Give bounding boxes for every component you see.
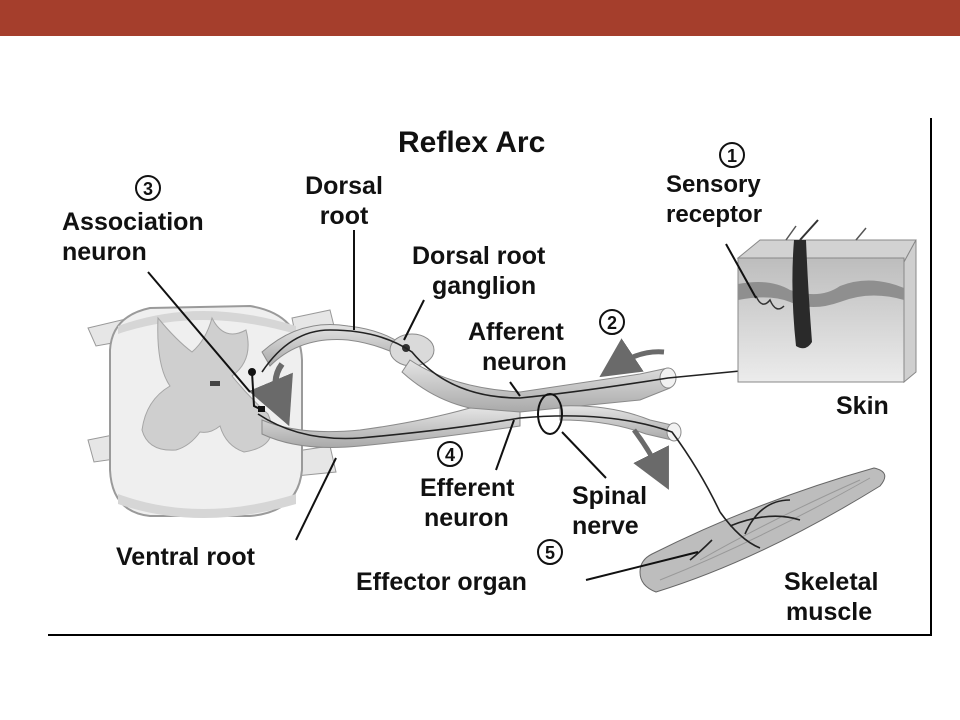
leader-effector-organ xyxy=(585,551,699,581)
muscle-striation-1 xyxy=(659,477,871,581)
sensory-receptor-label-line1: Sensory xyxy=(666,171,761,198)
ganglion-label-line1: Dorsal root xyxy=(412,242,546,270)
step-3-circle xyxy=(135,175,161,201)
leader-afferent-neuron xyxy=(509,381,521,397)
step-3-number: 3 xyxy=(143,179,153,199)
leader-ganglion xyxy=(403,299,425,341)
slide-header-bar xyxy=(0,0,960,36)
spinal-nerve-label-line2: nerve xyxy=(572,512,639,540)
step-2-marker: 2 xyxy=(599,309,625,335)
step-4-number: 4 xyxy=(445,445,455,465)
afferent-bundle xyxy=(401,359,671,413)
efferent-direction-arrow xyxy=(632,428,669,490)
motor-branch-end xyxy=(666,422,682,442)
dorsal-root-label-line2: root xyxy=(320,202,369,230)
gray-matter xyxy=(141,316,273,453)
step-1-marker: 1 xyxy=(719,142,745,168)
step-3-marker: 3 xyxy=(135,175,161,201)
sensory-receptor-label-line2: receptor xyxy=(666,201,762,228)
hair-follicle xyxy=(792,240,812,349)
step-2-number: 2 xyxy=(607,313,617,333)
skin-front-face xyxy=(737,257,905,383)
leader-efferent-neuron xyxy=(495,419,515,471)
leader-association-neuron xyxy=(147,271,251,393)
skin-block xyxy=(736,219,917,384)
afferent-neuron-label-line1: Afferent xyxy=(468,318,565,346)
efferent-neuron-label-line2: neuron xyxy=(424,504,509,532)
nerve-pathways xyxy=(248,317,767,513)
sensory-receptor-ending xyxy=(755,295,785,310)
step-5-circle xyxy=(537,539,563,565)
epidermis-layer xyxy=(738,280,904,307)
skeletal-muscle-group xyxy=(639,467,886,593)
spinal-nerve-ring xyxy=(537,393,563,435)
leader-lines xyxy=(147,230,757,581)
ventral-root-label: Ventral root xyxy=(116,543,256,571)
skeletal-muscle xyxy=(639,467,886,593)
association-neuron-label-line2: neuron xyxy=(62,238,147,266)
motor-end-branches xyxy=(689,499,801,561)
synapse-marker xyxy=(258,406,265,412)
effector-organ-label: Effector organ xyxy=(356,568,527,596)
step-4-marker: 4 xyxy=(437,441,463,467)
step-4-circle xyxy=(437,441,463,467)
hair-strand xyxy=(799,219,819,241)
efferent-neuron-label-line1: Efferent xyxy=(420,474,515,502)
dorsal-root-label-line1: Dorsal xyxy=(305,172,383,200)
skeletal-muscle-label-line2: muscle xyxy=(786,598,872,626)
leader-spinal-nerve xyxy=(561,431,607,479)
central-canal xyxy=(210,381,220,386)
skin-side-face xyxy=(903,239,917,384)
step-1-circle xyxy=(719,142,745,168)
cord-shading-bottom xyxy=(118,494,296,518)
hair-strand-3 xyxy=(855,227,867,241)
step-5-marker: 5 xyxy=(537,539,563,565)
diagram-frame xyxy=(48,118,932,636)
afferent-neuron-label-line2: neuron xyxy=(482,348,567,376)
association-neuron-body xyxy=(248,368,256,376)
association-neuron-label-line1: Association xyxy=(62,208,204,236)
sensory-neuron-fiber xyxy=(261,317,767,399)
motor-neuron-fiber xyxy=(257,413,721,513)
ganglion-label-line2: ganglion xyxy=(432,272,536,300)
efferent-bundle xyxy=(559,405,677,441)
cord-signal-arrow xyxy=(248,362,293,427)
skin-label: Skin xyxy=(836,392,889,420)
spinal-cord-section xyxy=(87,304,337,518)
step-2-circle xyxy=(599,309,625,335)
step-1-number: 1 xyxy=(727,146,737,166)
muscle-striation-2 xyxy=(699,479,861,561)
skeletal-muscle-label-line1: Skeletal xyxy=(784,568,879,596)
leader-ventral-root xyxy=(295,457,337,541)
hair-strand-2 xyxy=(785,225,797,241)
spinal-nerve-label-line1: Spinal xyxy=(572,482,647,510)
afferent-direction-arrow xyxy=(599,338,665,378)
diagram-title: Reflex Arc xyxy=(398,126,545,159)
step-5-number: 5 xyxy=(545,543,555,563)
leader-sensory-receptor xyxy=(725,243,757,299)
cord-shading-top xyxy=(118,311,296,334)
